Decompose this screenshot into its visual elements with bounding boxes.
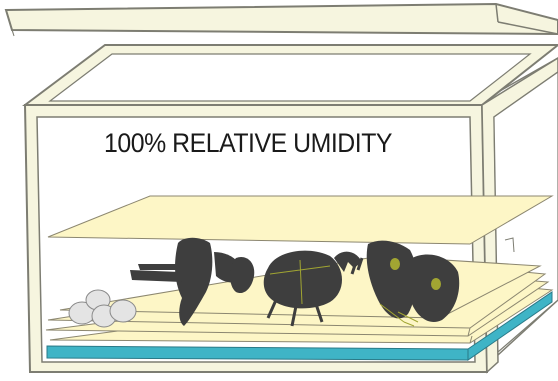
moth-eyespot bbox=[390, 258, 400, 270]
egg bbox=[110, 300, 136, 322]
humidity-label: 100% RELATIVE UMIDITY bbox=[104, 128, 392, 159]
moth-eyespot bbox=[431, 278, 441, 290]
beetle-body bbox=[264, 251, 342, 309]
water-tray-front bbox=[47, 346, 468, 360]
